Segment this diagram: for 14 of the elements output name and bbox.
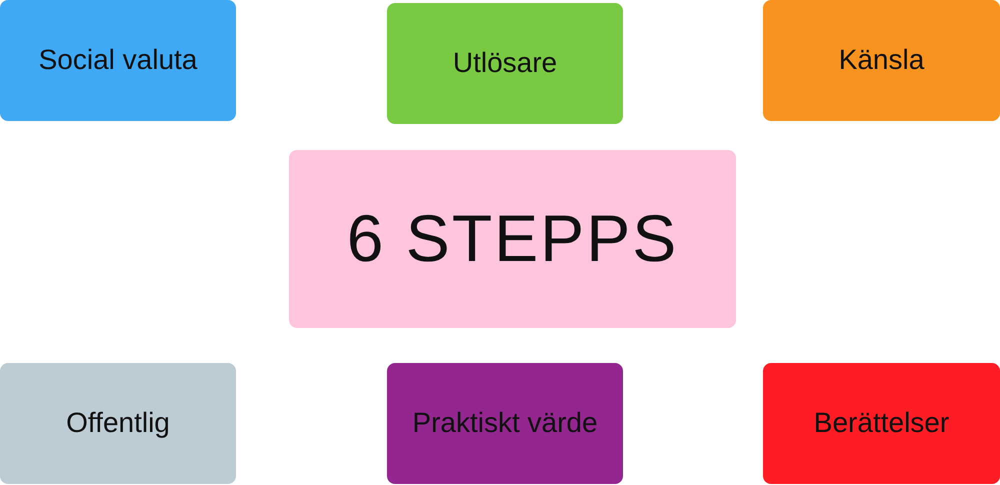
category-box [387,363,623,484]
category-box [763,363,1000,484]
category-box [387,3,623,124]
category-box [0,363,236,484]
central-topic-box [289,150,736,328]
central-topic-label: 6 STEPPS [346,201,678,277]
category-box [763,0,1000,121]
category-label: Känsla [838,44,924,77]
category-label: Berättelser [814,407,950,440]
category-box [0,0,236,121]
category-label: Utlösare [452,47,558,80]
category-label: Offentlig [66,407,170,440]
category-label: Praktiskt värde [412,407,598,440]
category-label: Social valuta [38,44,198,77]
